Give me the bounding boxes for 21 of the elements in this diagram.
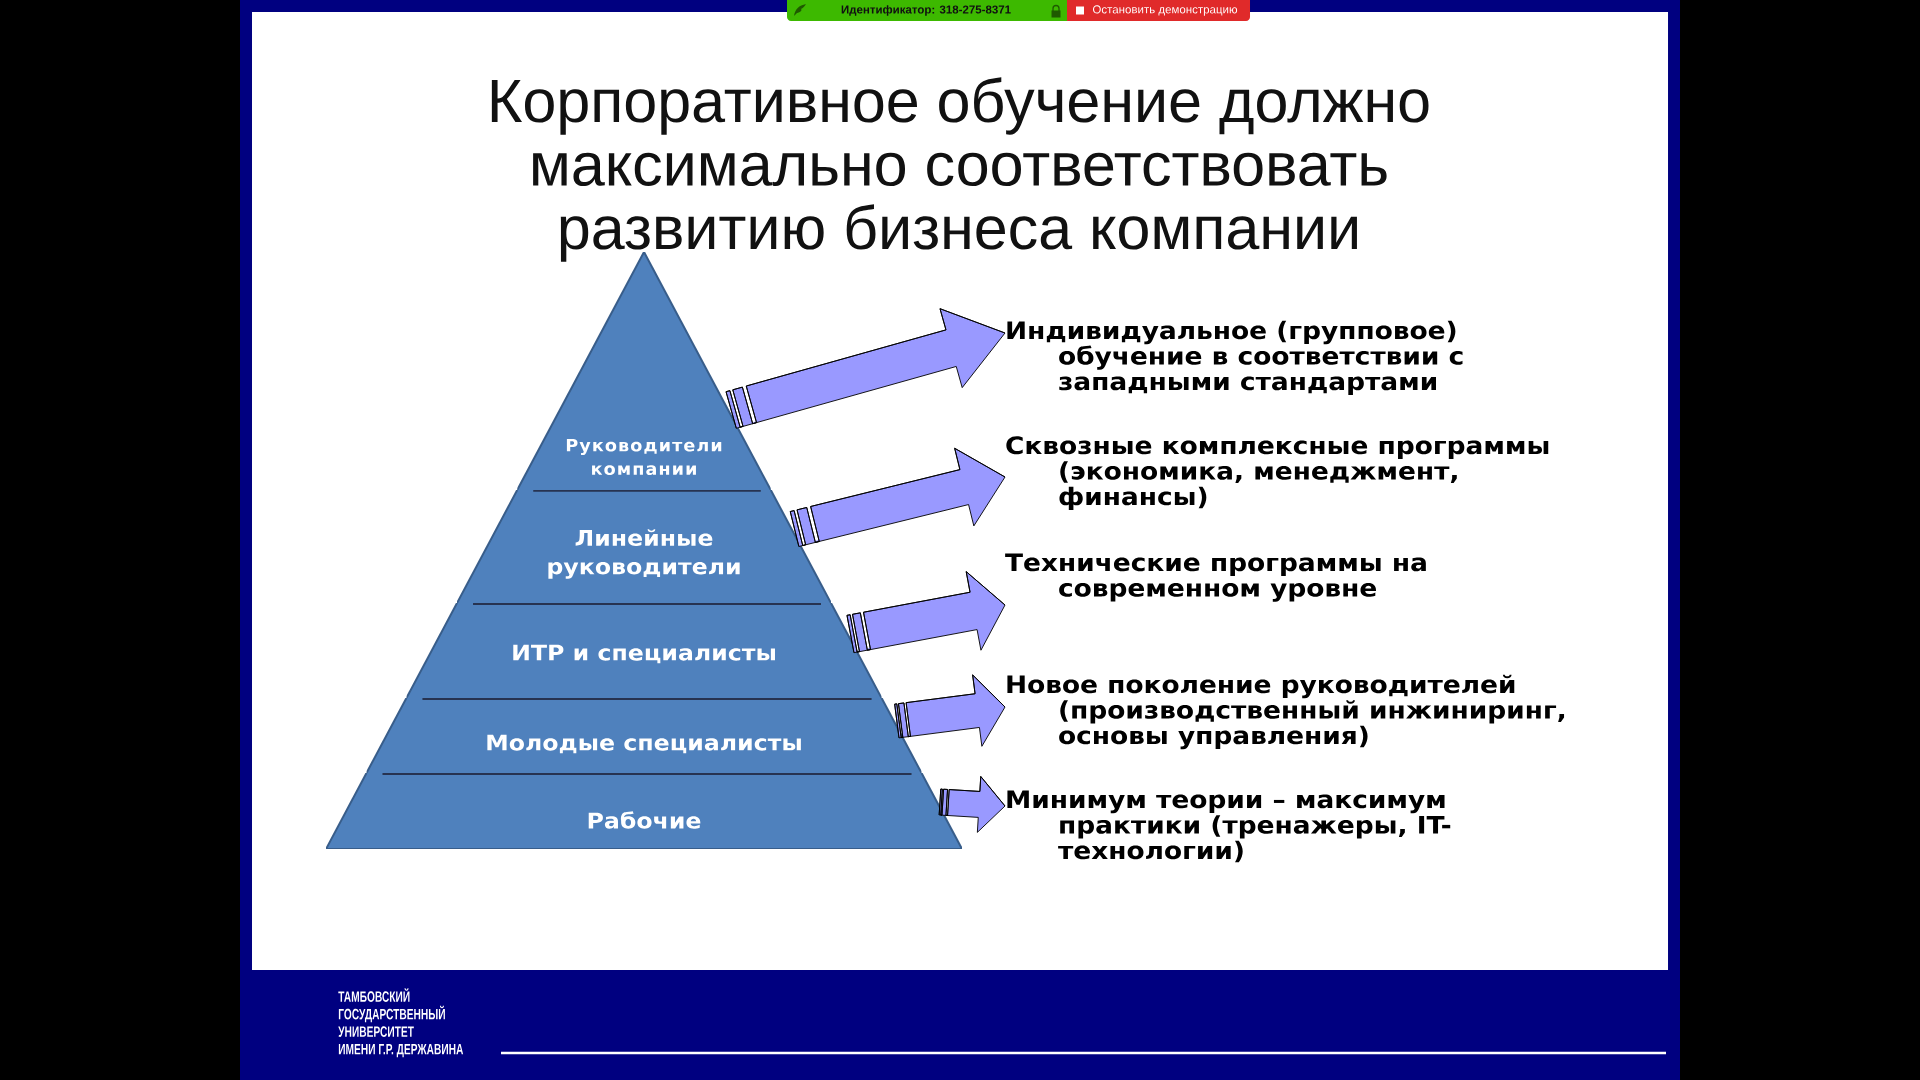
description-text: Сквозные комплексные программы (экономика, менеджмент, финансы)	[1006, 436, 1549, 510]
description-text: Индивидуальное (групповое) обучение в соответствии с западными стандартами	[1007, 320, 1463, 395]
pyramid-level: Рабочие	[326, 773, 962, 849]
block-arrow	[894, 674, 1006, 747]
node-label: ИТР и специалисты	[513, 644, 775, 664]
pyramid-level: Молодые специалисты	[366, 698, 922, 773]
stop-sharing-button: Остановить демонстрацию	[1067, 0, 1250, 21]
block-arrow	[725, 308, 1006, 429]
block-arrow	[846, 571, 1006, 654]
description-text: Минимум теории – максимум практики (тренажеры, IT-технологии)	[1007, 790, 1451, 863]
block-arrow	[789, 447, 1006, 547]
node-label: Линейные руководители	[548, 529, 740, 579]
description-text: Технические программы на современном уровне	[1005, 553, 1426, 602]
pyramid-level: ИТР и специалисты	[406, 603, 882, 698]
pyramid-level: Линейные руководители	[457, 490, 831, 603]
node-label: Молодые специалисты	[487, 734, 801, 754]
session-id-bar: Идентификатор: 318-275-8371	[787, 0, 1067, 21]
node-label: Руководители компании	[566, 438, 722, 476]
description-text: Новое поколение руководителей (производственный инжиниринг, основы управления)	[1007, 674, 1565, 750]
block-arrow	[938, 776, 1006, 833]
university-name: ТАМБОВСКИЙ ГОСУДАРСТВЕННЫЙ УНИВЕРСИТЕТ ИМЕНИ Г.Р. ДЕРЖАВИНА	[338, 988, 464, 1058]
